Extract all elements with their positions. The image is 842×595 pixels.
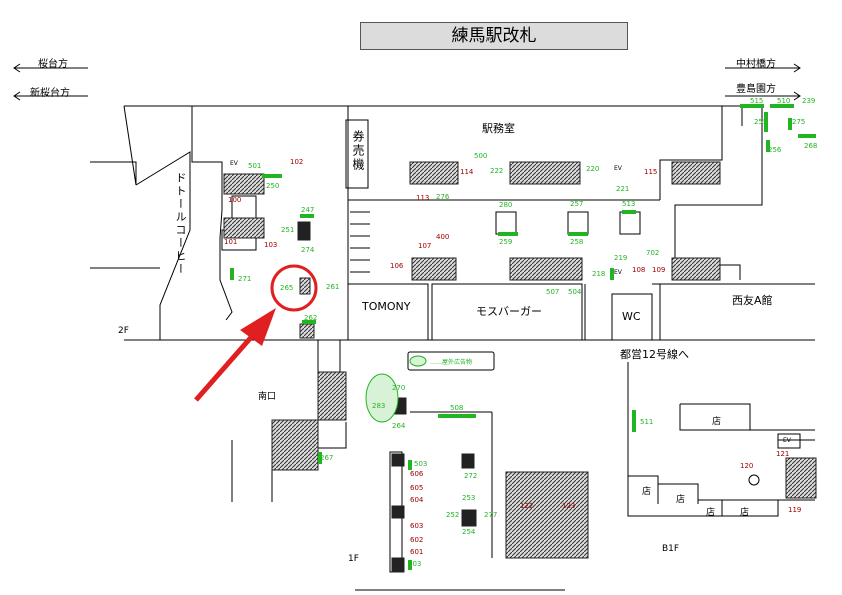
ad-number-270: 270 <box>392 384 406 392</box>
ad-number-251: 251 <box>281 226 295 234</box>
ad-number-605: 605 <box>410 484 424 492</box>
ad-number-276: 276 <box>436 193 450 201</box>
ad-number-101: 101 <box>224 238 238 246</box>
floor-2f: 2F <box>118 326 129 336</box>
ad-number-123: 123 <box>562 502 576 510</box>
ad-number-515: 515 <box>750 97 764 105</box>
label-seiyu: 西友A館 <box>732 294 773 307</box>
label-shop-2: 店 <box>642 487 652 497</box>
direction-sakuradai: 桜台方 <box>38 59 68 70</box>
ad-number-501: 501 <box>248 162 262 170</box>
label-shop-5: 店 <box>740 508 750 518</box>
ad-number-604: 604 <box>410 496 424 504</box>
ad-number-275: 275 <box>792 118 806 126</box>
label-tomony: TOMONY <box>362 300 411 313</box>
ad-number-283: 283 <box>372 402 386 410</box>
ad-number-239: 239 <box>802 97 816 105</box>
ad-number-257: 257 <box>570 200 584 208</box>
ad-number-513: 513 <box>622 200 636 208</box>
label-ev-2: EV <box>614 165 622 172</box>
ad-number-220: 220 <box>586 165 600 173</box>
ad-number-702: 702 <box>646 249 660 257</box>
ad-number-115: 115 <box>644 168 658 176</box>
legend-label: ……屋外広告物 <box>430 359 473 366</box>
ad-number-247: 247 <box>301 206 315 214</box>
ad-number-253: 253 <box>462 494 476 502</box>
ad-number-601: 601 <box>410 548 424 556</box>
floor-b1f: B1F <box>662 544 680 554</box>
label-south-exit: 南口 <box>258 392 277 402</box>
ad-number-120: 120 <box>740 462 754 470</box>
ad-number-261: 261 <box>326 283 340 291</box>
ad-number-507: 507 <box>546 288 560 296</box>
ad-number-221: 221 <box>616 185 630 193</box>
ad-number-503b: 503 <box>408 560 422 568</box>
label-ev-1: EV <box>230 160 238 167</box>
label-toei-line: 都営12号線へ <box>620 348 689 361</box>
ad-number-500: 500 <box>474 152 488 160</box>
ad-number-277: 277 <box>484 511 498 519</box>
ad-number-503: 503 <box>414 460 428 468</box>
label-shop-4: 店 <box>706 508 716 518</box>
ad-number-106: 106 <box>390 262 404 270</box>
ad-number-508: 508 <box>450 404 464 412</box>
label-station-office: 駅務室 <box>482 122 515 135</box>
direction-nakamurabashi: 中村橋方 <box>736 59 776 70</box>
ad-number-602: 602 <box>410 536 424 544</box>
label-wc: WC <box>622 310 641 323</box>
ad-number-259: 259 <box>499 238 513 246</box>
ad-number-262: 262 <box>304 314 318 322</box>
direction-toshimaen: 豊島園方 <box>736 84 776 95</box>
ad-number-271: 271 <box>238 275 252 283</box>
ad-number-114: 114 <box>460 168 474 176</box>
label-mos-burger: モスバーガー <box>476 305 542 318</box>
label-ticket-machine: 券売機 <box>351 130 365 172</box>
ad-number-108: 108 <box>632 266 646 274</box>
ad-number-113: 113 <box>416 194 430 202</box>
ad-number-107: 107 <box>418 242 432 250</box>
floor-1f: 1F <box>348 554 359 564</box>
ad-number-272: 272 <box>464 472 478 480</box>
label-shop-1: 店 <box>712 417 722 427</box>
ad-number-264: 264 <box>392 422 406 430</box>
label-shop-3: 店 <box>676 495 686 505</box>
ad-number-510: 510 <box>777 97 791 105</box>
ad-number-100: 100 <box>228 196 242 204</box>
direction-shinsakuradai: 新桜台方 <box>30 88 70 99</box>
ad-number-400: 400 <box>436 233 450 241</box>
ad-number-603: 603 <box>410 522 424 530</box>
ad-number-511: 511 <box>640 418 654 426</box>
ad-number-218: 218 <box>592 270 606 278</box>
ad-number-219: 219 <box>614 254 628 262</box>
label-ev-3: EV <box>614 269 622 276</box>
ad-number-265: 265 <box>280 284 294 292</box>
ad-number-119: 119 <box>788 506 802 514</box>
ad-number-254: 254 <box>462 528 476 536</box>
label-doutor: ドトールコーヒー <box>174 172 187 276</box>
ad-number-274: 274 <box>301 246 315 254</box>
ad-number-102: 102 <box>290 158 304 166</box>
ad-number-258: 258 <box>570 238 584 246</box>
ad-number-606: 606 <box>410 470 424 478</box>
ad-number-280: 280 <box>499 201 513 209</box>
ad-number-122: 122 <box>520 502 534 510</box>
ad-number-121: 121 <box>776 450 790 458</box>
ad-number-268: 268 <box>804 142 818 150</box>
ad-number-252: 252 <box>446 511 460 519</box>
ad-number-504: 504 <box>568 288 582 296</box>
ad-number-250: 250 <box>266 182 280 190</box>
ad-number-267: 267 <box>320 454 334 462</box>
ad-number-256: 256 <box>768 146 782 154</box>
ad-number-103: 103 <box>264 241 278 249</box>
ad-number-109: 109 <box>652 266 666 274</box>
label-ev-4: EV <box>783 437 791 444</box>
ad-number-255: 255 <box>754 118 768 126</box>
map-title: 練馬駅改札 <box>360 22 628 50</box>
ad-number-222: 222 <box>490 167 504 175</box>
